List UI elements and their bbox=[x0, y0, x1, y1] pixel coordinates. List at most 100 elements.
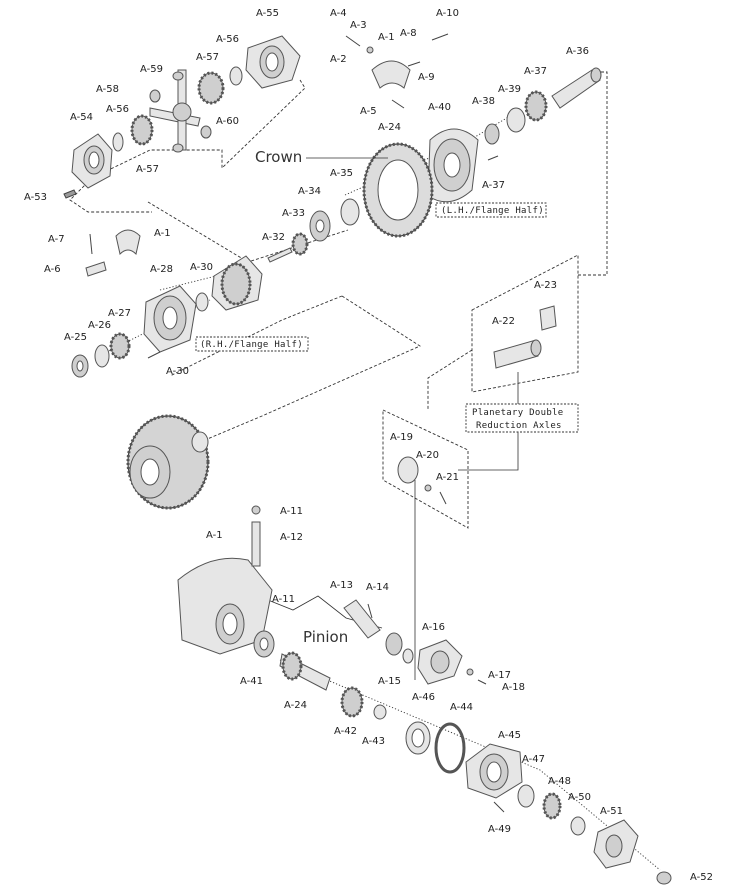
washer-a2 bbox=[366, 46, 374, 54]
bolt-a10 bbox=[431, 33, 449, 41]
label-a11-top: A-11 bbox=[280, 506, 303, 517]
bearing-race-a39 bbox=[506, 107, 526, 133]
planetary-label-line1: Planetary Double bbox=[472, 408, 564, 418]
label-a27: A-27 bbox=[108, 308, 131, 319]
label-a23: A-23 bbox=[534, 280, 557, 291]
thrust-washer-a35 bbox=[340, 198, 360, 226]
planetary-box bbox=[465, 403, 579, 433]
nut-a52 bbox=[656, 871, 672, 885]
seal-a44 bbox=[434, 722, 466, 774]
axle-shaft-part bbox=[551, 67, 602, 109]
lock-plate-a6 bbox=[85, 261, 107, 277]
label-a1-bottom: A-1 bbox=[206, 530, 223, 541]
label-a57-bottom: A-57 bbox=[136, 164, 159, 175]
label-a45: A-45 bbox=[498, 730, 521, 741]
side-gear-top-part bbox=[197, 71, 225, 105]
bearing-a27 bbox=[109, 332, 131, 360]
pinion-gear-left bbox=[149, 89, 161, 103]
bearing-a38 bbox=[484, 123, 500, 145]
label-a48: A-48 bbox=[548, 776, 571, 787]
bolt-a4 bbox=[345, 35, 361, 47]
crown-gear-part bbox=[362, 142, 434, 238]
label-a26: A-26 bbox=[88, 320, 111, 331]
planetary-label-line2: Reduction Axles bbox=[476, 421, 562, 431]
label-a24-bottom: A-24 bbox=[284, 700, 307, 711]
label-a36: A-36 bbox=[566, 46, 589, 57]
label-a34: A-34 bbox=[298, 186, 321, 197]
actuator-a16 bbox=[417, 639, 463, 685]
label-a14: A-14 bbox=[366, 582, 389, 593]
label-a11-bottom: A-11 bbox=[272, 594, 295, 605]
label-a22: A-22 bbox=[492, 316, 515, 327]
flange-half-top-part bbox=[245, 35, 301, 89]
label-a1-mid: A-1 bbox=[154, 228, 171, 239]
label-a37-top: A-37 bbox=[524, 66, 547, 77]
label-a2: A-2 bbox=[330, 54, 347, 65]
label-a8: A-8 bbox=[400, 28, 417, 39]
label-a35: A-35 bbox=[330, 168, 353, 179]
thrust-washer-part bbox=[229, 66, 243, 86]
label-a15: A-15 bbox=[378, 676, 401, 687]
thrust-washer-bottom bbox=[112, 132, 124, 152]
lh-flange-label: (L.H./Flange Half) bbox=[441, 206, 544, 216]
label-a16: A-16 bbox=[422, 622, 445, 633]
flange-half-bottom-part bbox=[71, 133, 113, 189]
rh-flange-label: (R.H./Flange Half) bbox=[200, 340, 303, 350]
label-a38: A-38 bbox=[472, 96, 495, 107]
differential-case-part bbox=[211, 255, 263, 311]
shim-a43 bbox=[373, 704, 387, 720]
label-a25: A-25 bbox=[64, 332, 87, 343]
lh-flange-half-part bbox=[427, 128, 479, 203]
bolt-a5 bbox=[391, 99, 405, 109]
callout-boxes bbox=[195, 202, 579, 433]
callout-texts: Crown Pinion (L.H./Flange Half) (R.H./Fl… bbox=[200, 148, 564, 646]
label-a52: A-52 bbox=[690, 872, 713, 883]
pinion-gear-right bbox=[200, 125, 212, 139]
label-a40: A-40 bbox=[428, 102, 451, 113]
label-a42: A-42 bbox=[334, 726, 357, 737]
label-a39: A-39 bbox=[498, 84, 521, 95]
pin-a14 bbox=[367, 603, 373, 619]
label-a46: A-46 bbox=[412, 692, 435, 703]
label-a17: A-17 bbox=[488, 670, 511, 681]
bolt-a7 bbox=[89, 233, 93, 255]
label-a7: A-7 bbox=[48, 234, 65, 245]
label-a41: A-41 bbox=[240, 676, 263, 687]
label-a55: A-55 bbox=[256, 8, 279, 19]
label-a33: A-33 bbox=[282, 208, 305, 219]
cap-a19 bbox=[397, 456, 419, 484]
label-a9: A-9 bbox=[418, 72, 435, 83]
label-a12: A-12 bbox=[280, 532, 303, 543]
side-gear-bottom-part bbox=[130, 114, 154, 146]
pinion-gear-a33 bbox=[291, 232, 309, 256]
washer-a11-top bbox=[251, 505, 261, 515]
collar-a15 bbox=[385, 632, 403, 656]
pinion-gear-a24 bbox=[279, 651, 331, 691]
label-a32: A-32 bbox=[262, 232, 285, 243]
side-gear-a34 bbox=[309, 210, 331, 242]
bearing-cap-top-part bbox=[371, 60, 411, 89]
pinion-mate-top bbox=[172, 71, 184, 81]
bolt-a30-bottom bbox=[147, 351, 161, 359]
planetary-shaft-a22 bbox=[493, 339, 542, 369]
bearing-a41 bbox=[253, 630, 275, 658]
spider-cross-part bbox=[149, 69, 201, 151]
seal-a50 bbox=[570, 816, 586, 836]
label-a51: A-51 bbox=[600, 806, 623, 817]
spring-a15 bbox=[402, 648, 414, 664]
label-a44: A-44 bbox=[450, 702, 473, 713]
label-a6: A-6 bbox=[44, 264, 61, 275]
sleeve-a12 bbox=[251, 521, 261, 567]
label-a24-top: A-24 bbox=[378, 122, 401, 133]
label-a37-bottom: A-37 bbox=[482, 180, 505, 191]
label-a54: A-54 bbox=[70, 112, 93, 123]
bearing-a48 bbox=[542, 792, 562, 820]
bolt-a53 bbox=[63, 189, 77, 199]
label-a30-top: A-30 bbox=[190, 262, 213, 273]
bracket-a23 bbox=[539, 305, 557, 331]
label-a56-bottom: A-56 bbox=[106, 104, 129, 115]
label-a30-bottom: A-30 bbox=[166, 366, 189, 377]
yoke-a51 bbox=[593, 819, 639, 869]
label-a3: A-3 bbox=[350, 20, 367, 31]
